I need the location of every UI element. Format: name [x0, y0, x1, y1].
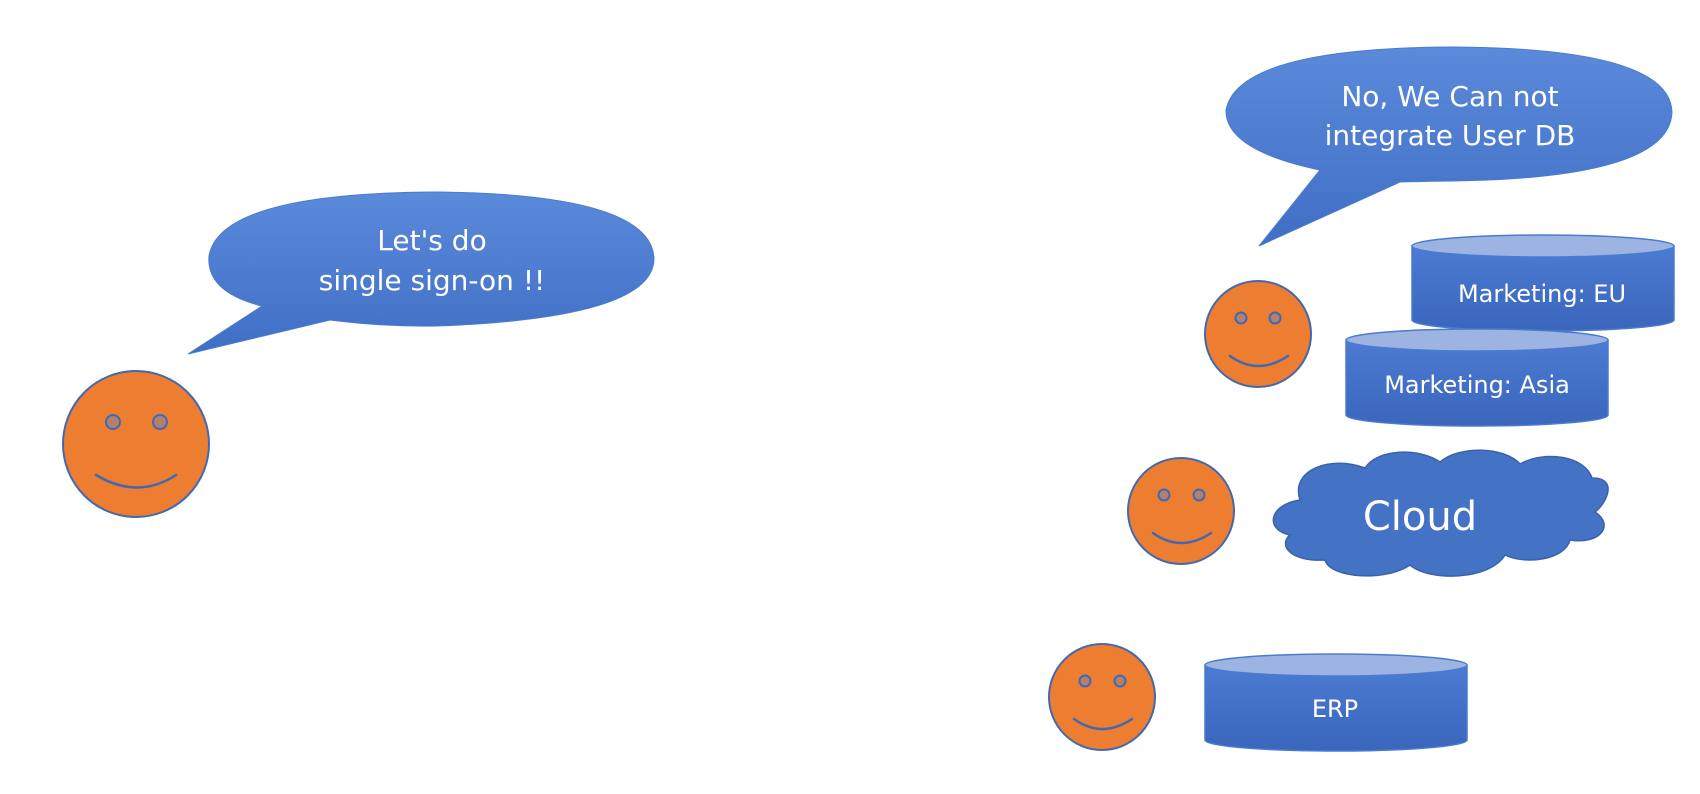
database-icon — [1411, 234, 1675, 258]
cloud-label: Cloud — [1363, 494, 1477, 540]
database-body — [1345, 339, 1609, 427]
cloud-shape-group: Cloud — [1272, 449, 1609, 577]
left-person — [62, 370, 210, 518]
cloud-icon — [1272, 449, 1609, 577]
database-icon — [1204, 653, 1468, 677]
right-eye — [1192, 488, 1206, 502]
smile — [1228, 354, 1290, 368]
right-speech-bubble: No, We Can not integrate User DB — [1225, 46, 1673, 247]
database-marketing-asia: Marketing: Asia — [1345, 328, 1609, 427]
left-bubble-line-1: Let's do — [377, 224, 486, 257]
person-bottom-right — [1048, 643, 1156, 751]
speech-bubble-shape — [187, 191, 655, 355]
right-eye — [1113, 674, 1127, 688]
speech-bubble-shape — [1225, 46, 1673, 247]
left-eye — [1157, 488, 1171, 502]
smiley-face-icon — [1204, 280, 1312, 388]
smile — [1072, 717, 1134, 731]
smiley-face-icon — [1127, 457, 1235, 565]
database-icon — [1345, 328, 1609, 352]
left-bubble-line-2: single sign-on !! — [319, 264, 546, 297]
database-marketing-eu: Marketing: EU — [1411, 234, 1675, 332]
smiley-face-icon — [62, 370, 210, 518]
smile — [1151, 531, 1213, 545]
smile — [94, 473, 178, 489]
database-erp: ERP — [1204, 653, 1468, 752]
left-eye — [105, 414, 121, 430]
left-eye — [1078, 674, 1092, 688]
right-eye — [1268, 311, 1282, 325]
right-bubble-line-2: integrate User DB — [1325, 119, 1576, 152]
database-label: Marketing: Asia — [1384, 371, 1570, 399]
right-bubble-line-1: No, We Can not — [1341, 80, 1558, 113]
person-middle-right — [1127, 457, 1235, 565]
person-top-right — [1204, 280, 1312, 388]
left-speech-bubble: Let's do single sign-on !! — [187, 191, 655, 355]
right-eye — [152, 414, 168, 430]
left-eye — [1234, 311, 1248, 325]
smiley-face-icon — [1048, 643, 1156, 751]
database-body — [1204, 664, 1468, 752]
database-label: ERP — [1312, 695, 1358, 723]
database-label: Marketing: EU — [1458, 280, 1626, 308]
